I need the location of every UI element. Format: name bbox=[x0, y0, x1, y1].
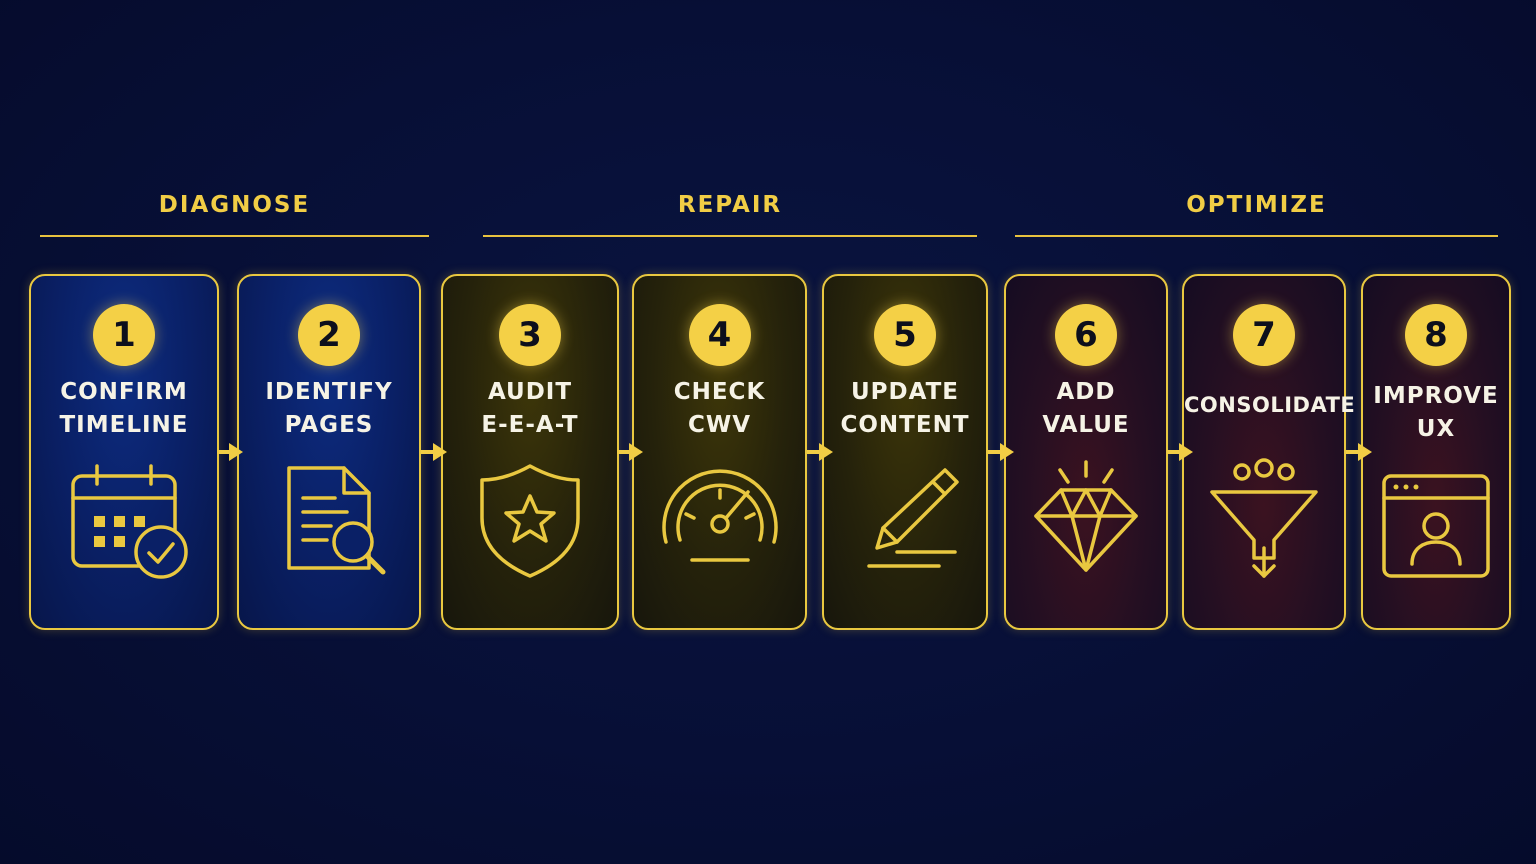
step-title-line-1: CONFIRM bbox=[60, 379, 188, 405]
document-search-icon bbox=[287, 466, 386, 575]
calendar-check-icon bbox=[71, 464, 188, 579]
step-title-line-1: UPDATE bbox=[850, 379, 960, 405]
step-card-consolidate: 7 CONSOLIDATE bbox=[1182, 274, 1356, 630]
phase-label: DIAGNOSE bbox=[158, 192, 311, 218]
step-title-line-2: E-E-A-T bbox=[481, 412, 579, 438]
step-card-add-value: 6 ADD VALUE bbox=[1004, 274, 1168, 630]
phase-divider bbox=[483, 235, 977, 237]
funnel-icon bbox=[1210, 458, 1318, 578]
step-title-line-2: CWV bbox=[687, 412, 752, 438]
step-title-line-2: VALUE bbox=[1042, 412, 1130, 438]
arrow-right-icon bbox=[1346, 443, 1372, 461]
shield-star-icon bbox=[480, 464, 580, 578]
step-number-badge: 4 bbox=[688, 304, 751, 366]
diamond-icon bbox=[1034, 460, 1138, 572]
step-title: CONFIRM TIMELINE bbox=[31, 376, 217, 442]
step-card-check-cwv: 4 CHECK CWV bbox=[632, 274, 807, 630]
phase-label: OPTIMIZE bbox=[1186, 192, 1327, 218]
arrow-right-icon bbox=[1167, 443, 1193, 461]
step-title-line-1: AUDIT bbox=[487, 379, 573, 405]
step-title-line-2: PAGES bbox=[284, 412, 374, 438]
step-title-line-1: IMPROVE bbox=[1373, 383, 1499, 409]
phase-label: REPAIR bbox=[677, 192, 783, 218]
step-title-line-1: ADD bbox=[1056, 379, 1116, 405]
step-title: CHECK CWV bbox=[634, 376, 805, 442]
step-card-identify-pages: 2 IDENTIFY PAGES bbox=[237, 274, 421, 630]
step-card-confirm-timeline: 1 CONFIRM TIMELINE bbox=[29, 274, 219, 630]
arrow-right-icon bbox=[807, 443, 833, 461]
pencil-icon bbox=[867, 468, 959, 568]
step-number-badge: 7 bbox=[1233, 304, 1295, 366]
phase-diagnose: DIAGNOSE bbox=[40, 190, 429, 240]
step-number-badge: 2 bbox=[298, 304, 360, 366]
step-number-badge: 3 bbox=[499, 304, 561, 366]
phase-optimize: OPTIMIZE bbox=[1015, 190, 1498, 240]
step-title-line-1: CONSOLIDATE bbox=[1184, 393, 1356, 417]
phase-repair: REPAIR bbox=[483, 190, 977, 240]
step-number-badge: 8 bbox=[1405, 304, 1467, 366]
step-title-line-2: CONTENT bbox=[840, 412, 970, 438]
step-title: AUDIT E-E-A-T bbox=[443, 376, 617, 442]
step-title: UPDATE CONTENT bbox=[824, 376, 986, 442]
arrow-right-icon bbox=[988, 443, 1014, 461]
speedometer-icon bbox=[661, 469, 778, 562]
phase-divider bbox=[1015, 235, 1498, 237]
browser-user-icon bbox=[1382, 474, 1490, 578]
step-title: ADD VALUE bbox=[1006, 376, 1166, 442]
arrow-right-icon bbox=[617, 443, 643, 461]
arrow-right-icon bbox=[421, 443, 447, 461]
step-title-line-1: CHECK bbox=[673, 379, 766, 405]
step-title: CONSOLIDATE bbox=[1184, 389, 1356, 422]
phase-divider bbox=[40, 235, 429, 237]
step-title-line-1: IDENTIFY bbox=[265, 379, 393, 405]
step-title: IDENTIFY PAGES bbox=[239, 376, 419, 442]
arrow-right-icon bbox=[217, 443, 243, 461]
step-title: IMPROVE UX bbox=[1363, 380, 1509, 446]
step-number-badge: 1 bbox=[93, 304, 155, 366]
step-title-line-2: UX bbox=[1416, 416, 1456, 442]
step-card-audit-eeat: 3 AUDIT E-E-A-T bbox=[441, 274, 619, 630]
step-number-badge: 6 bbox=[1055, 304, 1117, 366]
step-title-line-2: TIMELINE bbox=[59, 412, 189, 438]
step-card-improve-ux: 8 IMPROVE UX bbox=[1361, 274, 1511, 630]
step-card-update-content: 5 UPDATE CONTENT bbox=[822, 274, 988, 630]
step-number-badge: 5 bbox=[874, 304, 936, 366]
